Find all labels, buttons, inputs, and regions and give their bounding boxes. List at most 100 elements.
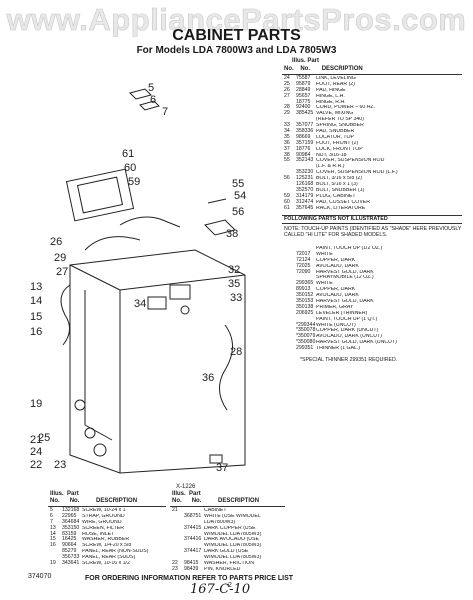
description: LOCATOR, TOP [316,134,354,140]
callout-32: 32 [228,264,240,276]
illus-no: 56 [284,175,290,182]
illus-no: 24 [284,75,290,81]
br-header: No. No. DESCRIPTION [172,498,260,504]
part-no: 22965 [62,512,77,519]
illus-no: 33 [284,122,290,129]
description: DARK GOLD (USE [204,549,249,555]
callout-55: 55 [232,178,244,190]
part-no: 125231 [296,175,314,182]
page-title: CABINET PARTS [172,27,301,44]
part-no: 72124 [296,256,311,263]
description: FOOT, FRONT (2) [316,140,359,146]
description: DARK AVOCADO (USE [204,537,259,543]
description: STRAP, GROUND [82,513,125,519]
callout-27: 27 [56,266,68,278]
description: HINGE, L.H. [316,93,345,99]
description: W/MODEL LDA7805W3) [204,543,262,549]
callout-56: 56 [232,206,244,218]
table-row: (L.F. & R.R.) [284,164,462,170]
illus-no: 59 [284,192,290,199]
table-row: SPRAYMOBILE (12 OZ.) [284,275,462,281]
part-no: 95657 [296,92,311,99]
section-rule-2 [282,223,462,224]
illus-no: 6 [50,512,53,519]
part-no: 374417 [184,548,202,555]
part-no: 358336 [296,128,314,135]
illus-no: 21 [172,507,178,513]
special-thinner-note: *SPECIAL THINNER 299351 REQUIRED. [300,357,398,363]
illus-no: 55 [284,157,290,164]
description: PAD, SNUBBER [316,129,355,135]
page-number: 2 [228,582,232,589]
description: DARK COPPER (USE [204,525,256,531]
illus-no: 34 [284,128,290,135]
part-no: 89913 [296,286,311,293]
callout-7: 7 [162,106,168,118]
description: COPPER, DARK (UNCUT) [316,328,379,334]
description: WASHER, RUBBER [82,537,130,543]
part-no: *299344 [296,321,316,328]
description: WHITE [316,281,333,287]
part-no: 72017 [296,250,311,257]
part-no: 353150 [62,524,80,531]
description: WHITE (USE W/MODEL [204,513,261,519]
table-row: PAINT, TOUCH UP (1 QT.) [284,317,462,323]
callout-25: 25 [38,432,50,444]
br-rule [170,506,285,507]
description: WHITE (UNCUT) [316,322,356,328]
table-row: PAINT, TOUCH UP (1/2 OZ.) [284,246,462,252]
description: PAD, HINGE [316,87,346,93]
description: PANEL, REAR (SUDS) [82,555,136,561]
illus-no: 38 [284,151,290,158]
description: PLUG, CABINET [316,193,356,199]
part-no: *350078 [296,327,316,334]
part-no: 92400 [296,104,311,111]
right-table-header: No. No. DESCRIPTION [284,66,363,72]
part-no: 98439 [184,565,199,572]
description: HOSE, INLET [82,531,115,537]
illus-no: 37 [284,145,290,152]
description: (REFER TO SP 340) [316,117,364,123]
description: HARVEST GOLD, DARK [316,299,374,305]
part-no: 98669 [296,133,311,140]
part-no: 350153 [296,298,314,305]
illus-no: 26 [284,86,290,93]
description: PAINT, TOUCH UP (1 QT.) [316,316,378,322]
part-no: 357645 [296,204,314,211]
part-no: 356733 [62,554,80,561]
illus-no: 28 [284,104,290,111]
right-table-rule [282,74,462,75]
right-table-header-top: Illus. Part [292,58,320,64]
description: NUT, 3/16-18 [316,152,347,158]
illus-no: 7 [50,518,53,525]
illus-no: 61 [284,204,290,211]
part-no: 126168 [296,181,314,188]
page-subtitle: For Models LDA 7800W3 and LDA 7805W3 [136,45,337,56]
callout-6: 6 [150,94,156,106]
illus-no: 60 [284,198,290,205]
part-no: 90984 [296,151,311,158]
illus-no: 13 [50,524,56,531]
part-no: 206925 [296,309,314,316]
part-no: 353230 [296,169,314,176]
illus-no [284,346,296,352]
description: HINGE, R.H. [316,99,346,105]
